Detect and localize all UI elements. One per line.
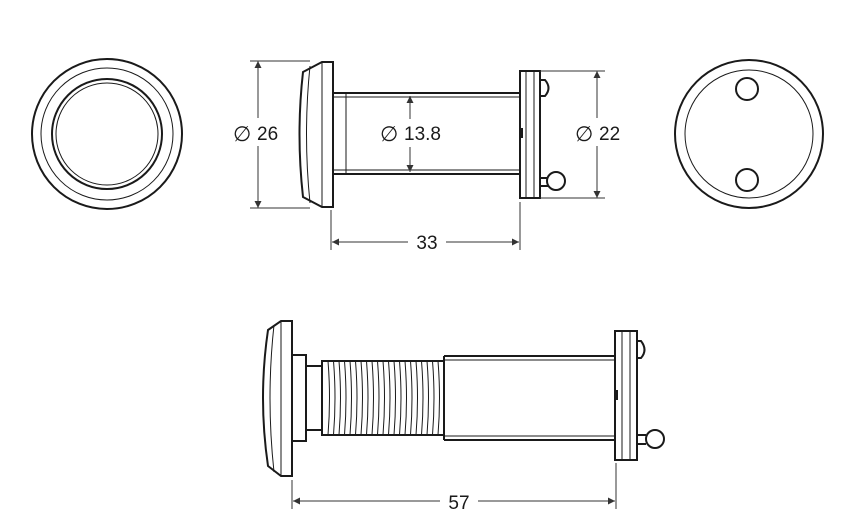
front-lens-inner [55, 82, 159, 186]
side-view-extended [262, 320, 665, 477]
thread-ridge [410, 360, 413, 436]
thread-ridge [355, 360, 358, 436]
thread-ridge [421, 360, 424, 436]
side-view-short [298, 61, 566, 208]
thread-ridge [382, 360, 385, 436]
thread-lines [327, 360, 440, 436]
rear-inner-ring [684, 69, 814, 199]
front-middle-ring [40, 67, 174, 201]
rear-plate-extended [614, 330, 638, 461]
rear-plate [519, 70, 541, 199]
thread-ridge [426, 360, 429, 436]
thread-ridge [399, 360, 402, 436]
max-length-value: 57 [448, 493, 469, 514]
dim-barrel-diameter: ∅ 13.8 [378, 96, 450, 172]
flange-body-extended [262, 320, 293, 477]
thread-ridge [377, 360, 380, 436]
thread-ridge [333, 360, 336, 436]
barrel-diameter-symbol: ∅ [380, 122, 398, 146]
flange-body [298, 61, 334, 208]
thread-ridge [393, 360, 396, 436]
thread-ridge [404, 360, 407, 436]
thread-ridge [366, 360, 369, 436]
front-lens-ring [51, 78, 163, 190]
thread-ridge [338, 360, 341, 436]
min-length-value: 33 [416, 233, 437, 254]
rear-view [674, 59, 824, 209]
front-view [31, 58, 183, 210]
thread-ridge [388, 360, 391, 436]
thread-ridge [432, 360, 435, 436]
thread-ridge [415, 360, 418, 436]
rear-knob-bottom [546, 171, 566, 191]
rear-diameter-value: 22 [599, 124, 620, 145]
barrel-diameter-value: 13.8 [404, 124, 441, 145]
dim-max-length: 57 [291, 463, 617, 514]
rear-screw-hole-bottom [735, 168, 759, 192]
thread-ridge [344, 360, 347, 436]
thread-ridge [349, 360, 352, 436]
thread-ridge [437, 360, 440, 436]
thread-ridge [371, 360, 374, 436]
thread-ridge [360, 360, 363, 436]
rear-outer-ring [674, 59, 824, 209]
dim-rear-diameter: ∅ 22 [540, 70, 627, 199]
rear-screw-hole-top [735, 77, 759, 101]
rear-knob-top-extended [637, 340, 646, 359]
rear-knob-bottom-extended [645, 429, 665, 449]
dim-flange-diameter: ∅ 26 [232, 60, 310, 209]
thread-ridge [327, 360, 330, 436]
flange-diameter-symbol: ∅ [233, 122, 251, 146]
dim-min-length: 33 [330, 202, 521, 254]
rear-knob-top [540, 79, 550, 97]
rear-diameter-symbol: ∅ [575, 122, 593, 146]
front-outer-ring [31, 58, 183, 210]
flange-diameter-value: 26 [257, 124, 278, 145]
